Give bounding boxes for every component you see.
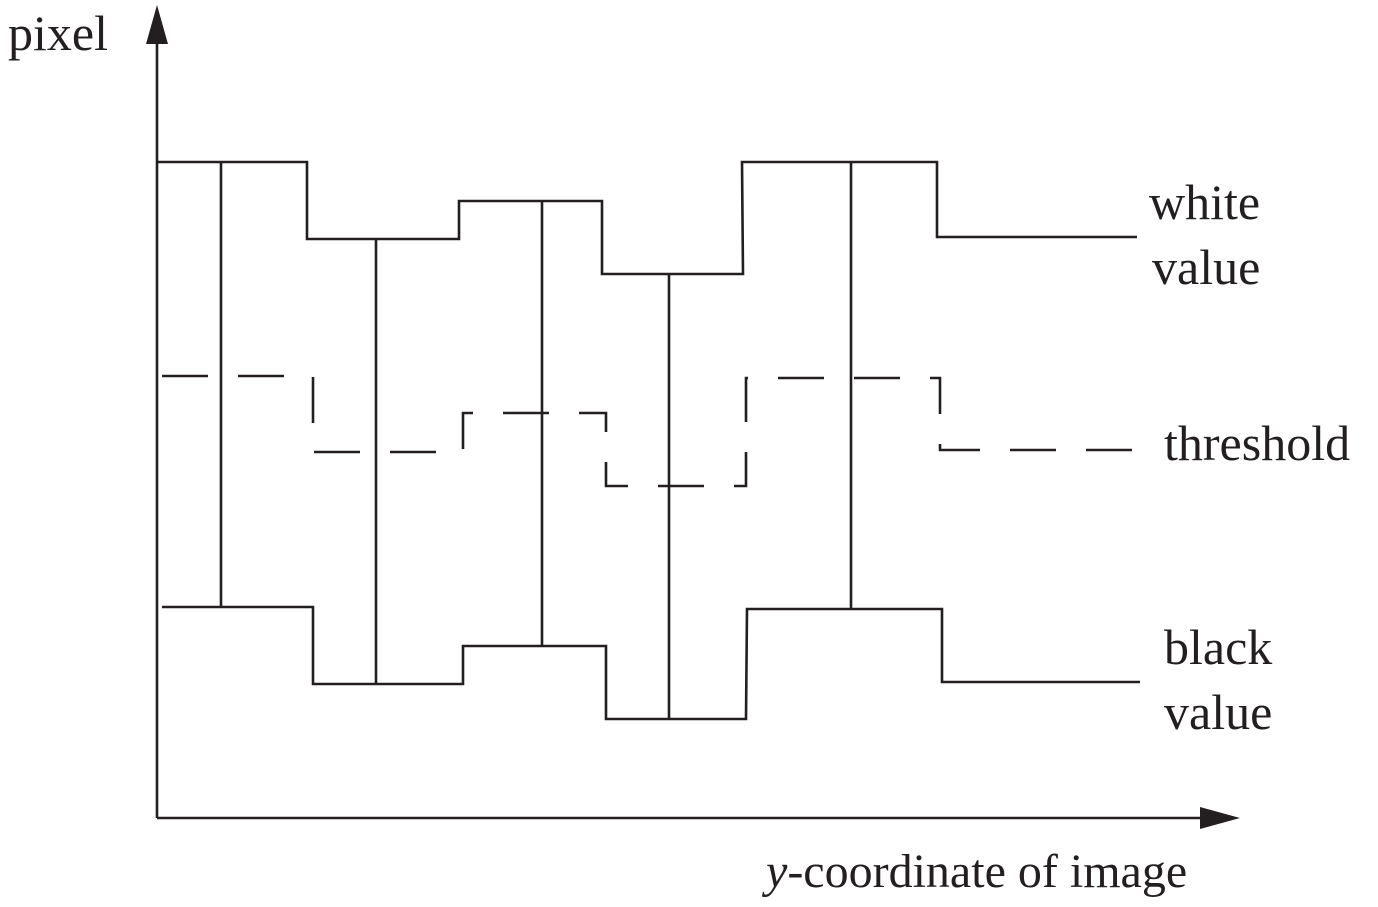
- black-value-curve: [162, 605, 1140, 721]
- white-value-label-line2: value: [1152, 239, 1260, 295]
- y-axis-arrowhead: [146, 5, 168, 44]
- y-axis-label: pixel: [8, 5, 108, 61]
- black-value-label-line2: value: [1164, 684, 1272, 740]
- threshold-curve: [162, 374, 1140, 488]
- threshold-label: threshold: [1164, 415, 1350, 471]
- x-axis-arrowhead: [1200, 807, 1240, 829]
- x-axis-label: y-coordinate of image: [761, 845, 1187, 898]
- white-value-curve: [157, 160, 1137, 276]
- x-axis-label-variable: y: [761, 845, 788, 898]
- black-value-label-line1: black: [1164, 619, 1272, 675]
- white-value-label-line1: white: [1149, 174, 1260, 230]
- x-axis-label-text: -coordinate of image: [787, 845, 1187, 898]
